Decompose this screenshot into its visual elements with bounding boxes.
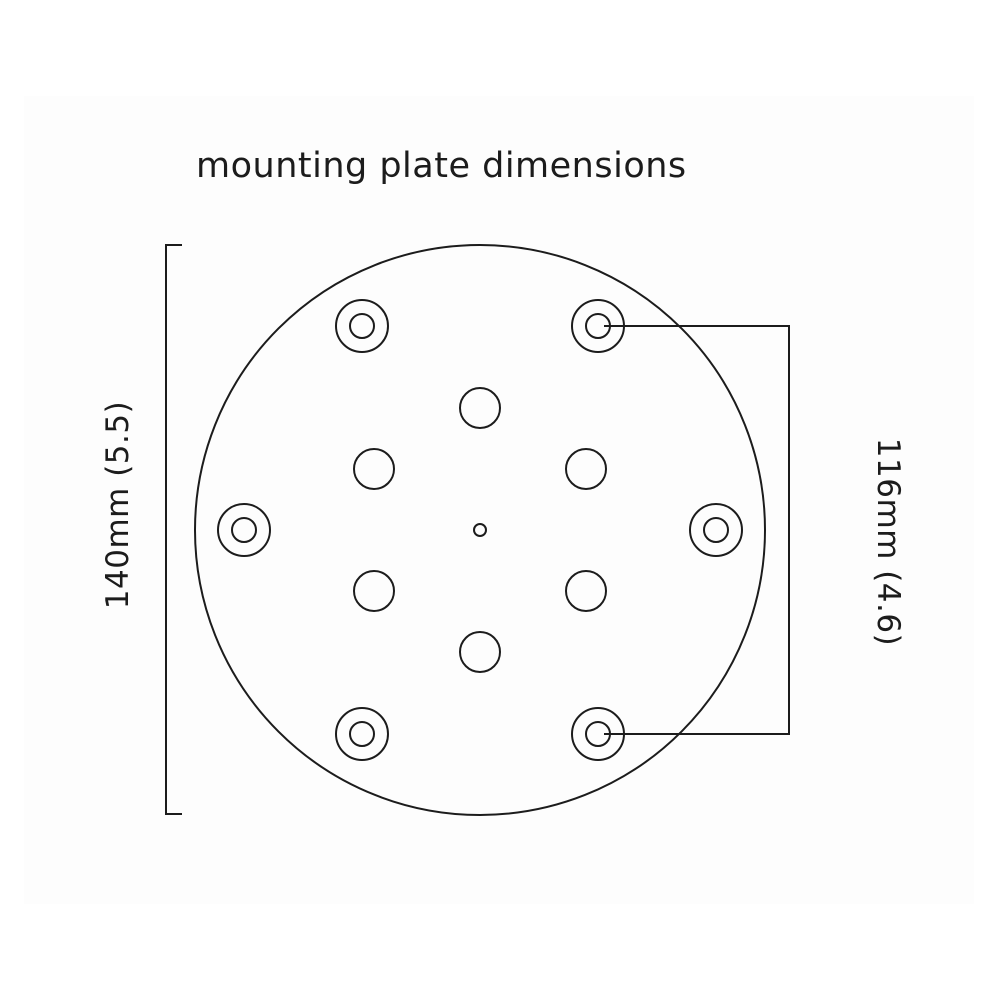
mounting-hole-pattern xyxy=(217,299,743,761)
center-hole xyxy=(473,523,487,537)
inner-hole-pattern xyxy=(353,387,607,673)
inner-hole xyxy=(459,387,501,429)
inner-hole xyxy=(565,448,607,490)
overall-dimension-label: 140mm (5.5) xyxy=(100,401,136,609)
mounting-hole xyxy=(689,503,743,557)
overall-dimension-bracket xyxy=(165,244,182,815)
mounting-hole xyxy=(335,707,389,761)
mounting-hole xyxy=(217,503,271,557)
bolt-spacing-label: 116mm (4.6) xyxy=(870,438,906,646)
mounting-hole xyxy=(335,299,389,353)
inner-hole xyxy=(353,570,395,612)
inner-hole xyxy=(353,448,395,490)
inner-hole xyxy=(565,570,607,612)
plate-outline xyxy=(194,244,766,816)
inner-hole xyxy=(459,631,501,673)
diagram-panel xyxy=(24,96,974,904)
bolt-spacing-leader xyxy=(604,325,790,735)
diagram-title: mounting plate dimensions xyxy=(196,146,687,186)
